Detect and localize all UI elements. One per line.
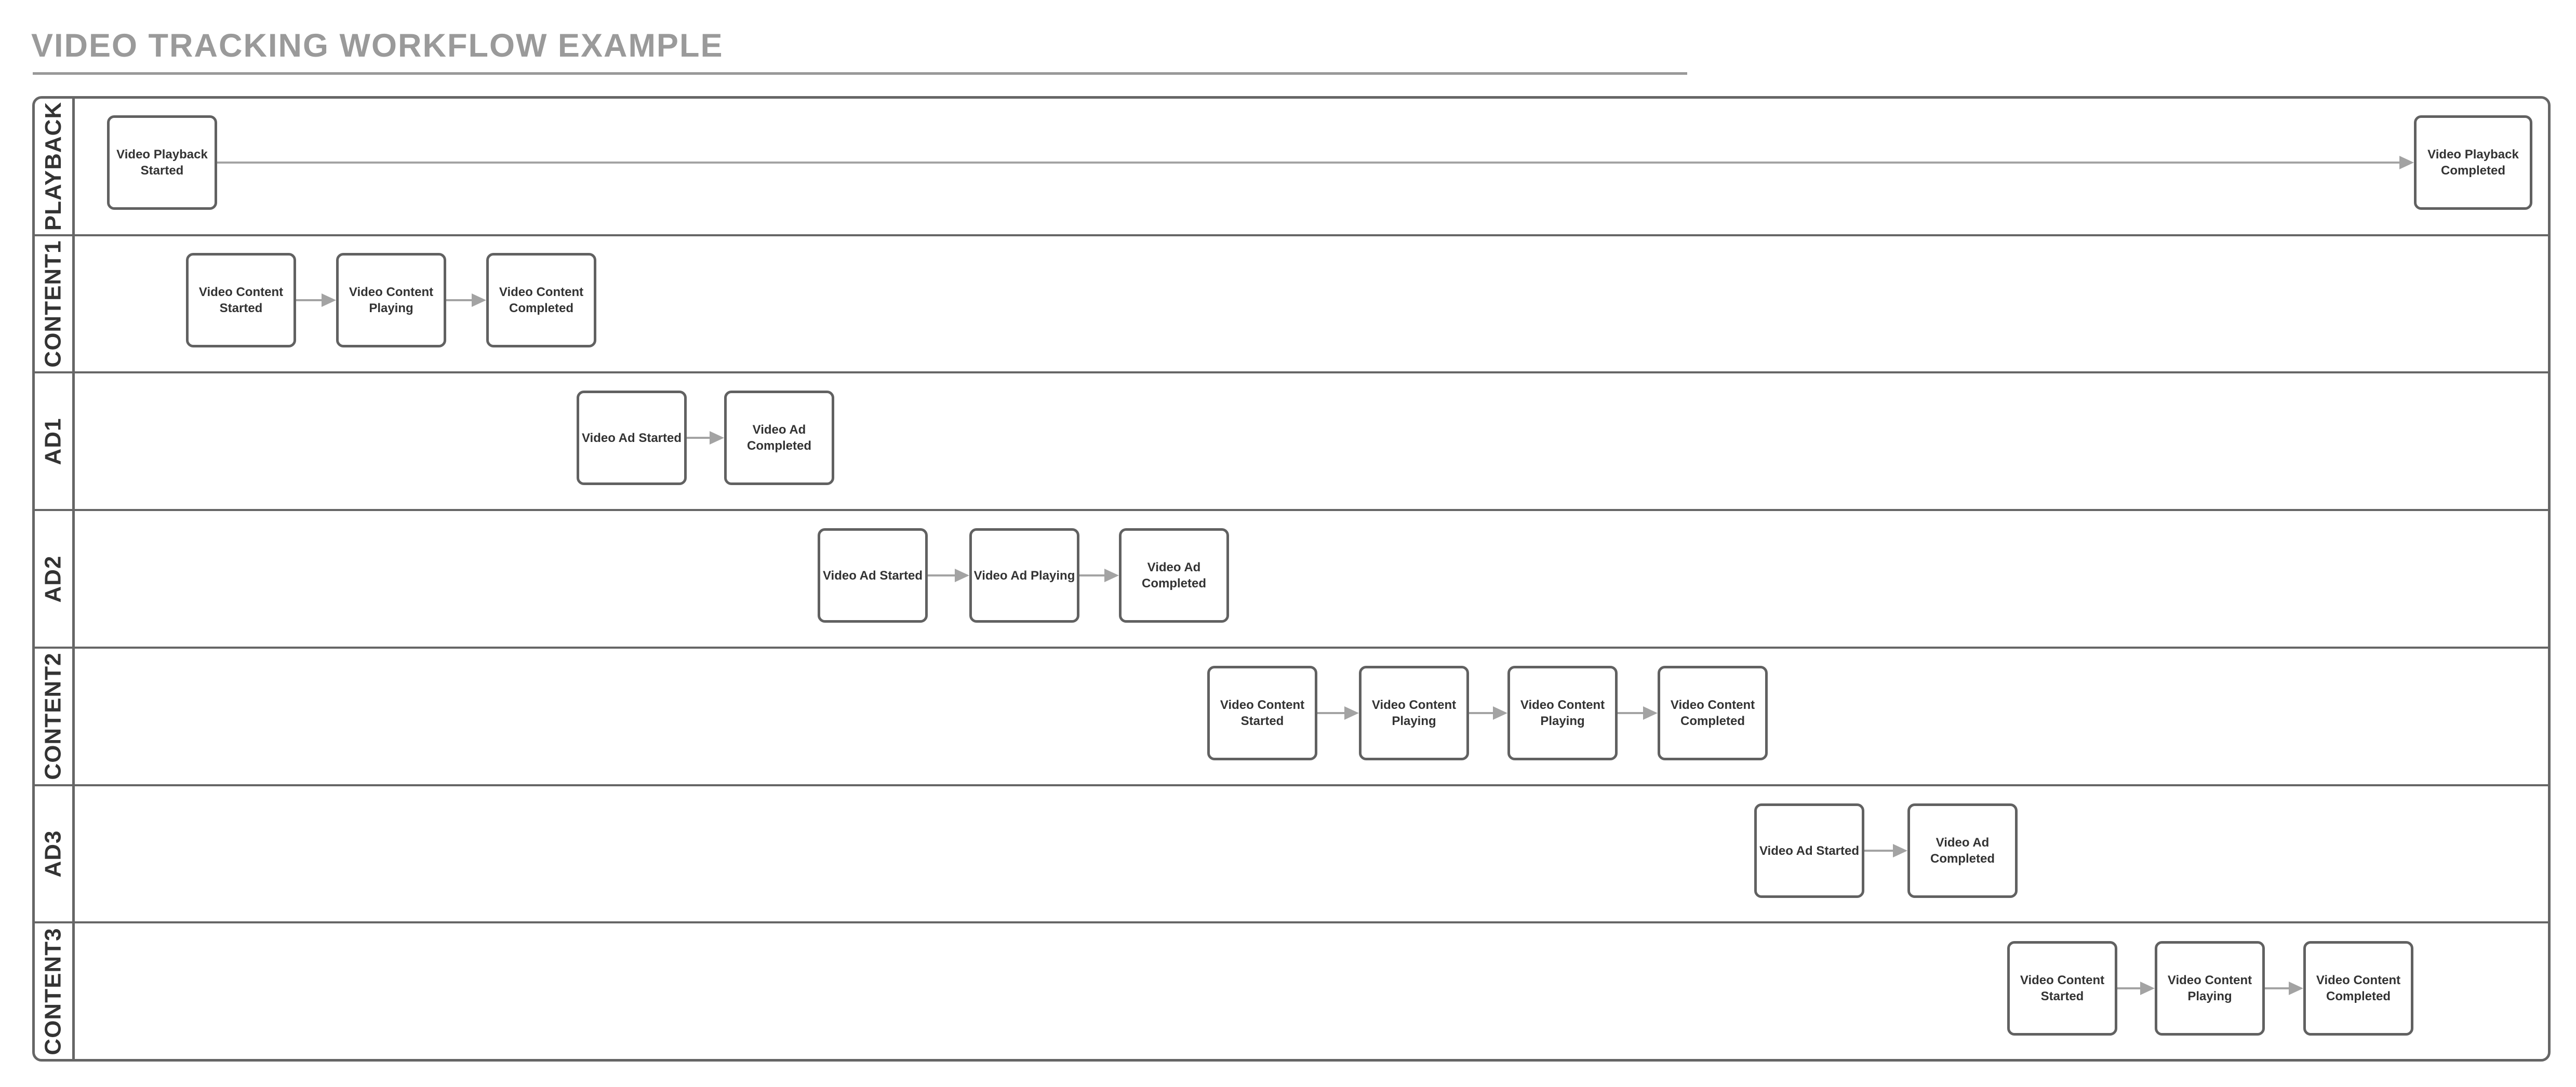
connector-arrow[interactable]: [2117, 982, 2155, 995]
lane-header-content3[interactable]: CONTENT3: [35, 923, 75, 1059]
connector-arrow[interactable]: [1618, 706, 1658, 720]
node-video-content-started[interactable]: Video Content Started: [2007, 941, 2117, 1036]
connector-arrow[interactable]: [1079, 569, 1119, 582]
node-video-content-completed[interactable]: Video Content Completed: [486, 253, 596, 347]
connector-arrow[interactable]: [217, 156, 2414, 169]
connector-arrow[interactable]: [928, 569, 969, 582]
arrow-line: [446, 299, 473, 301]
lane-header-ad3[interactable]: AD3: [35, 786, 75, 922]
lane-header-content1[interactable]: CONTENT1: [35, 236, 75, 372]
lane-label: CONTENT1: [41, 240, 66, 368]
arrow-line: [296, 299, 323, 301]
lane-content3: CONTENT3: [35, 923, 2548, 1059]
node-video-ad-completed[interactable]: Video Ad Completed: [1119, 528, 1229, 623]
node-video-playback-completed[interactable]: Video Playback Completed: [2414, 115, 2532, 210]
connector-arrow[interactable]: [446, 293, 486, 307]
arrow-line: [1618, 712, 1644, 714]
connector-arrow[interactable]: [1469, 706, 1507, 720]
swimlane-pool: PLAYBACK CONTENT1 AD1 AD2 CONTENT2 AD3: [32, 96, 2551, 1062]
node-video-ad-playing[interactable]: Video Ad Playing: [969, 528, 1079, 623]
title-underline: [33, 72, 1687, 75]
lane-playback: PLAYBACK: [35, 99, 2548, 236]
node-video-ad-completed[interactable]: Video Ad Completed: [724, 391, 834, 485]
lane-header-ad1[interactable]: AD1: [35, 373, 75, 509]
lane-ad3: AD3: [35, 786, 2548, 924]
lane-label: AD2: [41, 555, 66, 603]
arrowhead-icon: [472, 293, 486, 307]
arrow-line: [2117, 987, 2141, 989]
lane-body: [75, 373, 2548, 509]
node-video-content-playing[interactable]: Video Content Playing: [1507, 666, 1618, 760]
arrowhead-icon: [1893, 844, 1907, 857]
node-video-content-started[interactable]: Video Content Started: [1207, 666, 1317, 760]
arrowhead-icon: [955, 569, 969, 582]
node-video-content-completed[interactable]: Video Content Completed: [2303, 941, 2413, 1036]
connector-arrow[interactable]: [687, 431, 724, 445]
lane-header-content2[interactable]: CONTENT2: [35, 648, 75, 784]
lane-body: [75, 511, 2548, 647]
node-video-content-playing[interactable]: Video Content Playing: [336, 253, 446, 347]
node-video-content-playing[interactable]: Video Content Playing: [2155, 941, 2265, 1036]
arrow-line: [1469, 712, 1494, 714]
lane-ad1: AD1: [35, 373, 2548, 512]
lane-label: PLAYBACK: [41, 102, 66, 231]
lane-label: CONTENT2: [41, 652, 66, 780]
lane-body: [75, 786, 2548, 922]
arrow-line: [687, 437, 711, 439]
arrow-line: [217, 162, 2400, 164]
arrowhead-icon: [1643, 706, 1658, 720]
arrow-line: [1317, 712, 1345, 714]
node-video-ad-completed[interactable]: Video Ad Completed: [1907, 803, 2018, 898]
arrowhead-icon: [1344, 706, 1359, 720]
node-video-playback-started[interactable]: Video Playback Started: [107, 115, 217, 210]
lane-label: AD1: [41, 418, 66, 465]
node-video-content-started[interactable]: Video Content Started: [186, 253, 296, 347]
arrowhead-icon: [1104, 569, 1119, 582]
connector-arrow[interactable]: [2265, 982, 2303, 995]
lane-header-ad2[interactable]: AD2: [35, 511, 75, 647]
page-title: VIDEO TRACKING WORKFLOW EXAMPLE: [31, 28, 724, 64]
lane-content1: CONTENT1: [35, 236, 2548, 374]
arrowhead-icon: [322, 293, 336, 307]
lane-content2: CONTENT2: [35, 648, 2548, 786]
connector-arrow[interactable]: [1317, 706, 1359, 720]
arrowhead-icon: [2289, 982, 2303, 995]
arrowhead-icon: [1493, 706, 1507, 720]
connector-arrow[interactable]: [296, 293, 336, 307]
arrow-line: [1079, 574, 1105, 576]
node-video-content-completed[interactable]: Video Content Completed: [1658, 666, 1768, 760]
arrow-line: [928, 574, 956, 576]
node-video-ad-started[interactable]: Video Ad Started: [577, 391, 687, 485]
lane-label: CONTENT3: [41, 928, 66, 1055]
arrowhead-icon: [710, 431, 724, 445]
arrowhead-icon: [2399, 156, 2414, 169]
lane-header-playback[interactable]: PLAYBACK: [35, 99, 75, 234]
node-video-ad-started[interactable]: Video Ad Started: [818, 528, 928, 623]
arrow-line: [2265, 987, 2290, 989]
connector-arrow[interactable]: [1864, 844, 1907, 857]
lane-ad2: AD2: [35, 511, 2548, 649]
lane-label: AD3: [41, 830, 66, 878]
arrowhead-icon: [2140, 982, 2155, 995]
node-video-ad-started[interactable]: Video Ad Started: [1754, 803, 1864, 898]
arrow-line: [1864, 850, 1894, 852]
node-video-content-playing[interactable]: Video Content Playing: [1359, 666, 1469, 760]
